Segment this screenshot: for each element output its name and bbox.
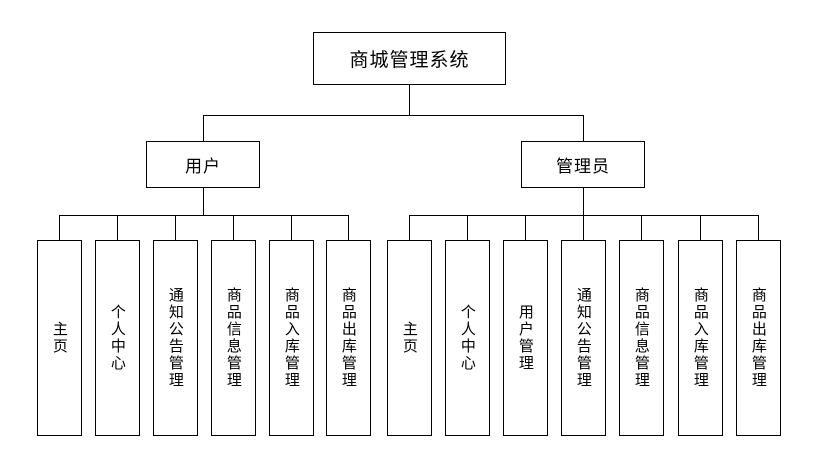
connector-admin-child-4-drop [641,215,642,240]
node-root: 商城管理系统 [313,32,506,85]
connector-admin-child-2-drop [525,215,526,240]
leaf-admin-product-inbound-management: 商品入库管理 [678,240,723,436]
leaf-admin-product-info-management-label: 商品信息管理 [632,287,651,389]
leaf-user-home-label: 主页 [50,321,69,355]
connector-user-bus [59,215,348,216]
leaf-admin-notice-management-label: 通知公告管理 [574,287,593,389]
connector-user-child-2-drop [175,215,176,240]
node-branch-admin-label: 管理员 [556,157,610,177]
leaf-admin-product-outbound-management-label: 商品出库管理 [749,287,768,389]
connector-branch-1-drop [583,115,584,141]
connector-user-stem [203,188,204,215]
connector-user-child-0-drop [59,215,60,240]
connector-admin-child-1-drop [467,215,468,240]
leaf-admin-product-info-management: 商品信息管理 [619,240,664,436]
leaf-admin-personal-center-label: 个人中心 [458,304,477,372]
connector-admin-child-3-drop [583,215,584,240]
leaf-user-home: 主页 [37,240,82,436]
connector-admin-child-5-drop [700,215,701,240]
leaf-admin-notice-management: 通知公告管理 [561,240,606,436]
node-branch-user-label: 用户 [185,157,221,177]
leaf-user-product-outbound-management-label: 商品出库管理 [339,287,358,389]
leaf-user-notice-management-label: 通知公告管理 [166,287,185,389]
connector-user-child-4-drop [291,215,292,240]
connector-admin-stem [583,188,584,215]
connector-root-stem [409,85,410,115]
leaf-admin-home: 主页 [387,240,432,436]
connector-user-child-1-drop [117,215,118,240]
leaf-user-product-inbound-management-label: 商品入库管理 [282,287,301,389]
connector-admin-child-6-drop [758,215,759,240]
leaf-user-notice-management: 通知公告管理 [153,240,198,436]
node-branch-user: 用户 [146,141,260,188]
connector-root-bus [203,115,583,116]
connector-user-child-3-drop [233,215,234,240]
connector-user-child-5-drop [348,215,349,240]
leaf-admin-user-management: 用户管理 [503,240,548,436]
leaf-admin-user-management-label: 用户管理 [516,304,535,372]
connector-admin-child-0-drop [409,215,410,240]
leaf-user-personal-center: 个人中心 [95,240,140,436]
leaf-user-product-info-management-label: 商品信息管理 [224,287,243,389]
leaf-user-personal-center-label: 个人中心 [108,304,127,372]
leaf-admin-personal-center: 个人中心 [445,240,490,436]
leaf-user-product-outbound-management: 商品出库管理 [326,240,371,436]
leaf-user-product-inbound-management: 商品入库管理 [269,240,314,436]
leaf-admin-home-label: 主页 [400,321,419,355]
leaf-user-product-info-management: 商品信息管理 [211,240,256,436]
leaf-admin-product-outbound-management: 商品出库管理 [736,240,781,436]
leaf-admin-product-inbound-management-label: 商品入库管理 [691,287,710,389]
node-branch-admin: 管理员 [521,141,645,188]
connector-branch-0-drop [203,115,204,141]
node-root-label: 商城管理系统 [349,49,470,71]
